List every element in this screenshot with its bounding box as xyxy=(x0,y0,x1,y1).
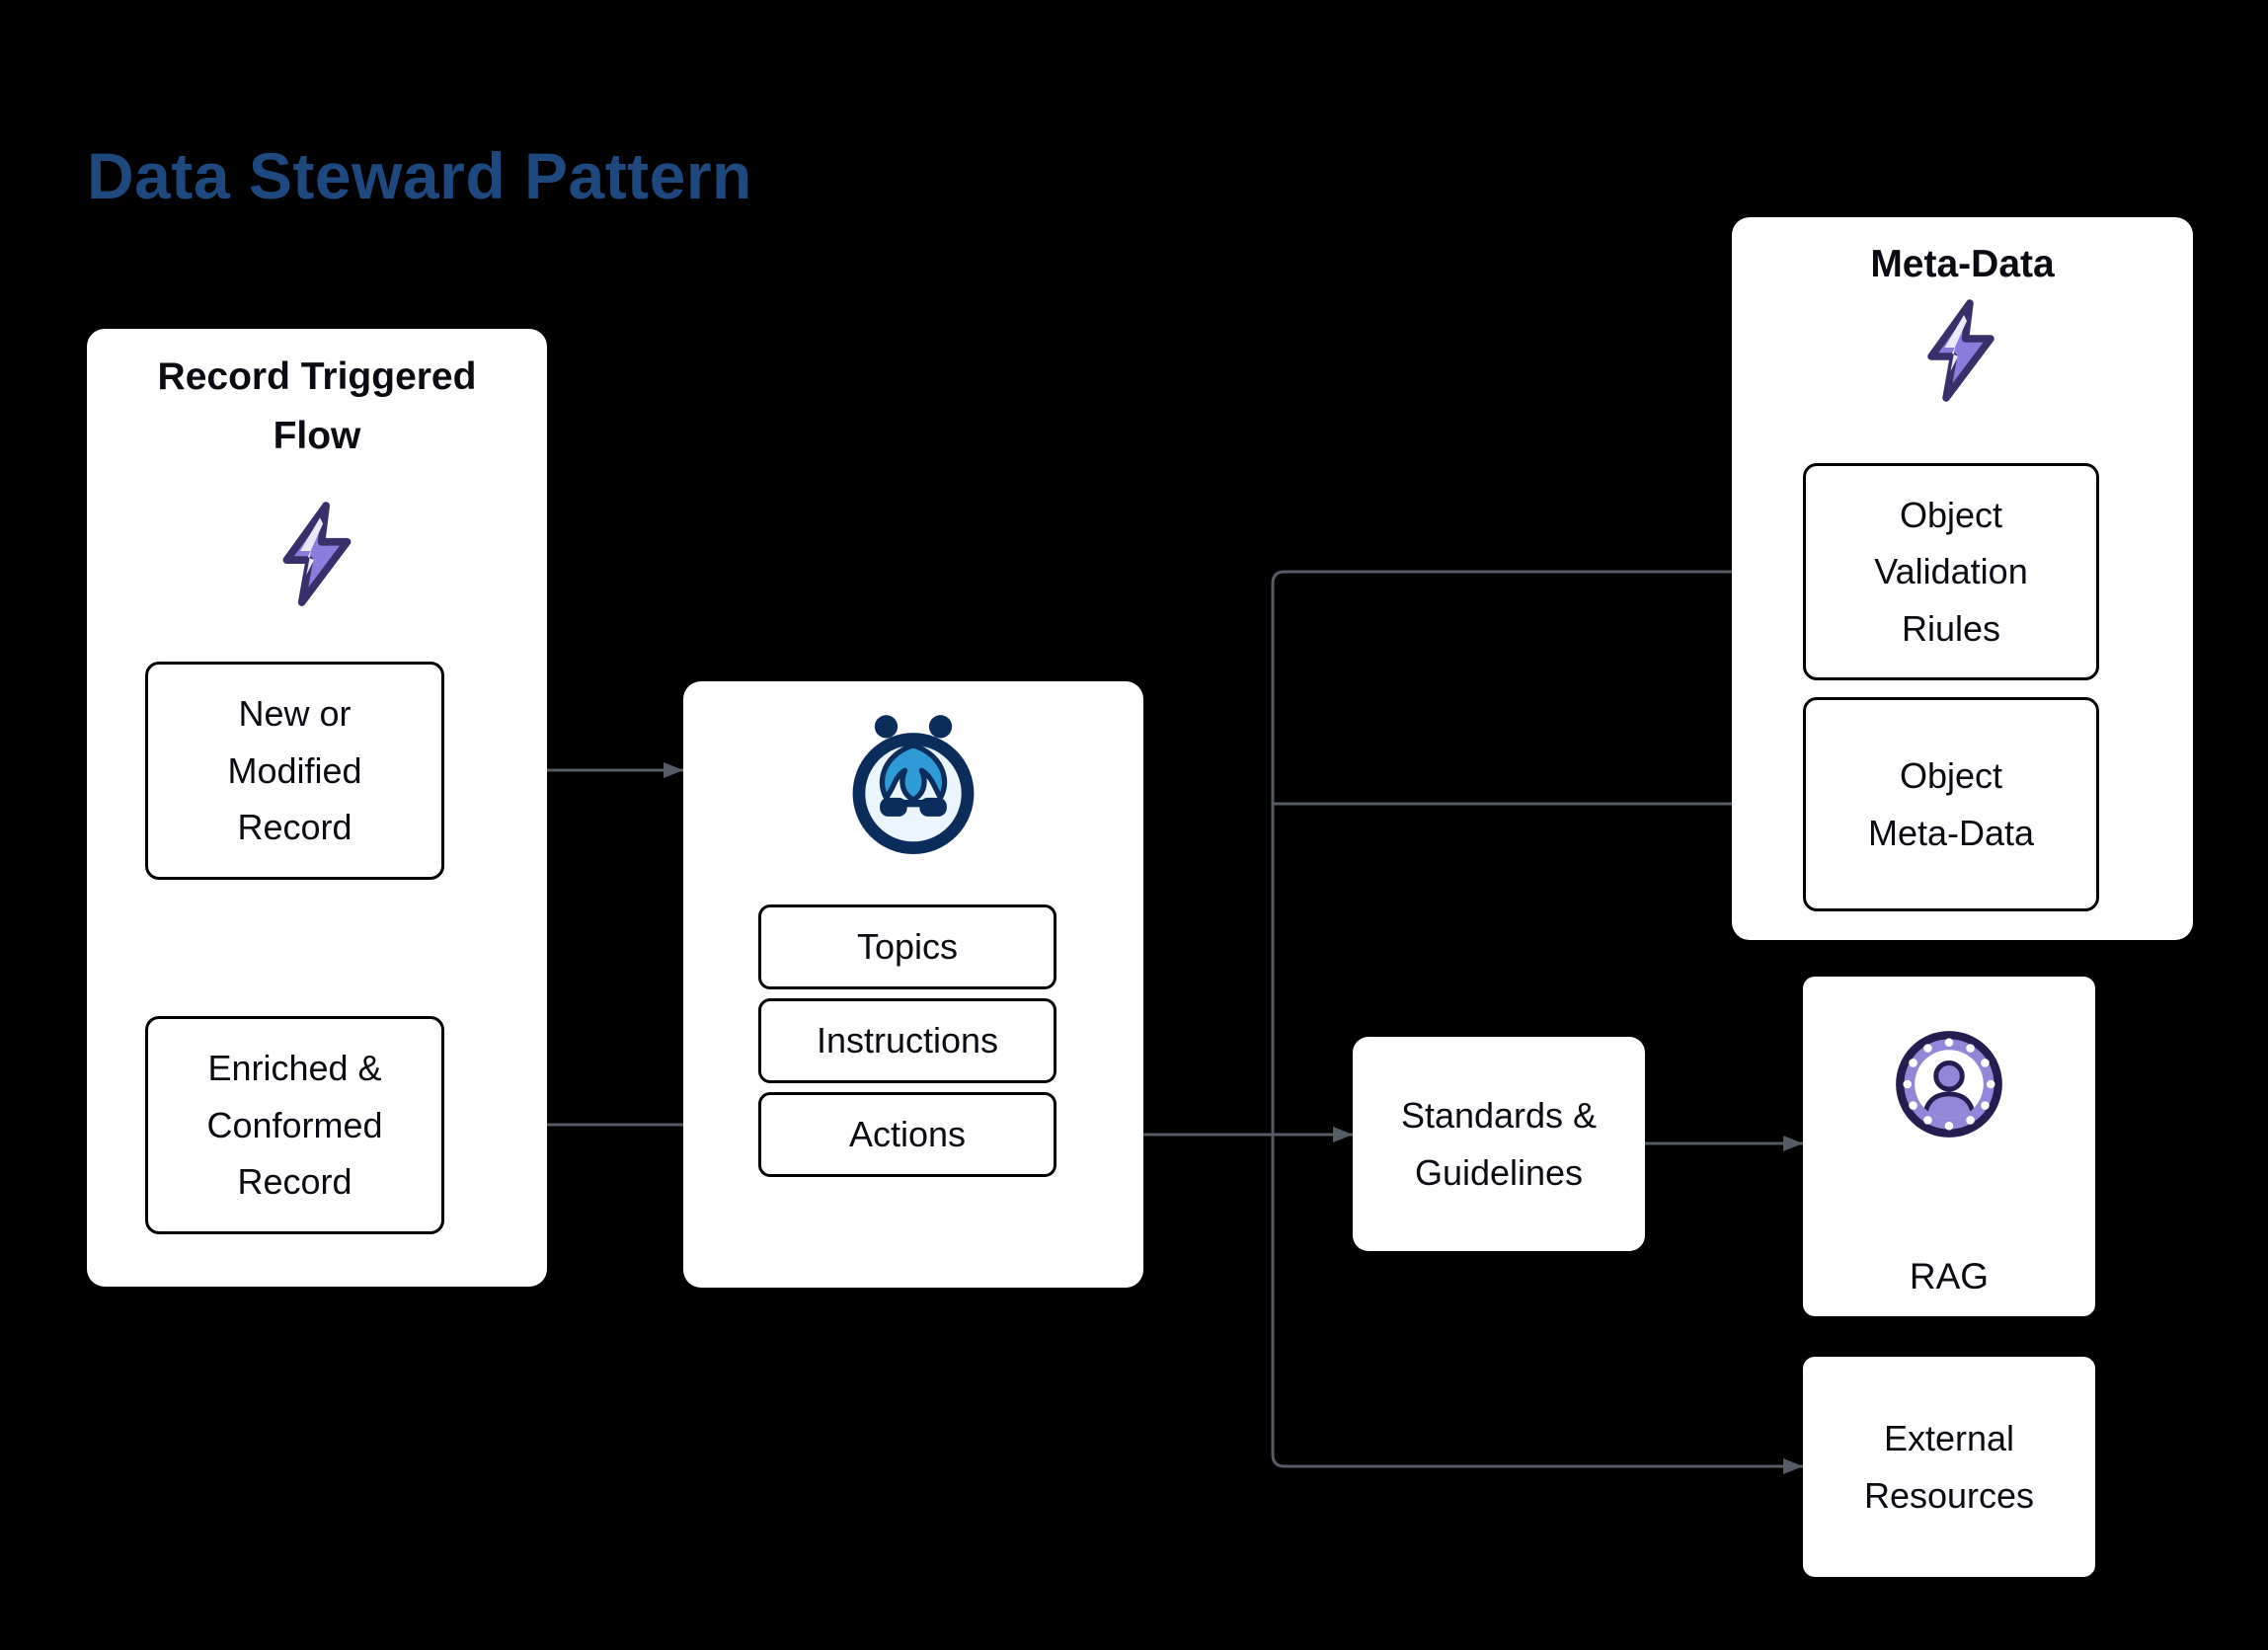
topics-node: Topics xyxy=(758,904,1056,989)
rag-avatar-icon xyxy=(1896,1031,2002,1138)
object-validation-rules-label: Object Validation Riules xyxy=(1874,494,2028,649)
metadata-heading: Meta-Data xyxy=(1870,243,2055,285)
object-metadata-node: Object Meta-Data xyxy=(1803,697,2099,911)
new-or-modified-record-label: New or Modified Record xyxy=(227,693,362,848)
actions-node: Actions xyxy=(758,1092,1056,1177)
object-metadata-label: Object Meta-Data xyxy=(1867,754,2035,853)
standards-guidelines-node: Standards & Guidelines xyxy=(1353,1037,1645,1251)
instructions-node: Instructions xyxy=(758,998,1056,1083)
external-resources-node: External Resources xyxy=(1803,1357,2095,1577)
topics-label: Topics xyxy=(856,926,959,968)
standards-guidelines-label: Standards & Guidelines xyxy=(1400,1094,1598,1193)
external-resources-label: External Resources xyxy=(1863,1417,2035,1516)
page-title: Data Steward Pattern xyxy=(87,139,752,212)
enriched-conformed-record-label: Enriched & Conformed Record xyxy=(206,1048,383,1203)
record-triggered-flow-heading: Record Triggered Flow xyxy=(157,355,477,458)
actions-label: Actions xyxy=(848,1114,967,1155)
object-validation-rules-node: Object Validation Riules xyxy=(1803,463,2099,680)
agent-robot-icon xyxy=(852,715,975,854)
lightning-icon xyxy=(1927,299,1994,402)
enriched-conformed-record-node: Enriched & Conformed Record xyxy=(145,1016,444,1234)
new-or-modified-record-node: New or Modified Record xyxy=(145,662,444,880)
rag-label: RAG xyxy=(1909,1256,1990,1296)
instructions-label: Instructions xyxy=(816,1020,999,1061)
lightning-icon xyxy=(282,502,352,606)
